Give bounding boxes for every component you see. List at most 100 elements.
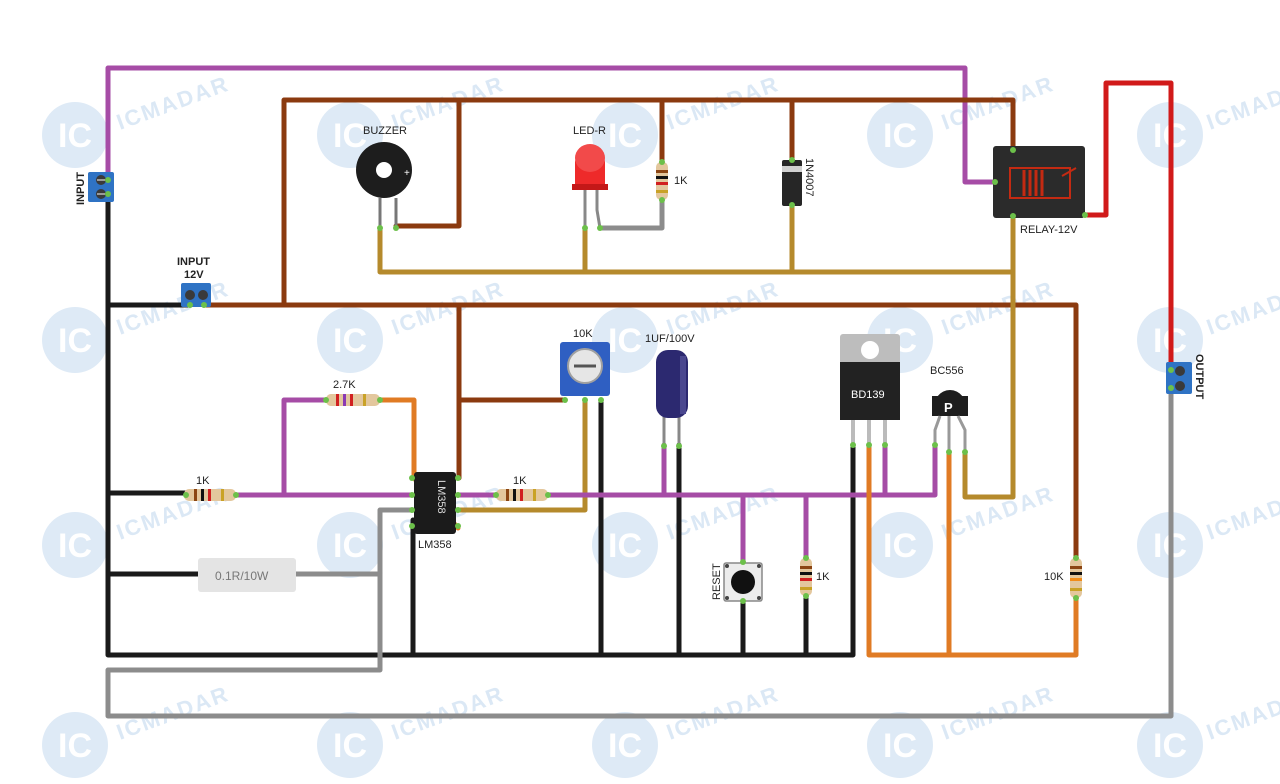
watermark-text: ICMADAR (388, 276, 507, 340)
watermark-text: ICMADAR (1203, 681, 1280, 745)
relay-12v: RELAY-12V (993, 146, 1085, 236)
capacitor-1uf: 1UF/100V (645, 333, 695, 446)
wire-purple-feedback (281, 397, 329, 498)
buzzer: + BUZZER (356, 125, 412, 228)
wire-brown-mid (201, 302, 1079, 563)
watermark-badge-text: IC (608, 727, 642, 765)
transistor-bc556: P BC556 (930, 365, 968, 452)
watermark-badge-text: IC (1153, 727, 1187, 765)
label-bc556: BC556 (930, 365, 964, 377)
watermark-badge: IC (592, 512, 658, 578)
wire-orange-bottom (866, 442, 1079, 658)
watermark-text: ICMADAR (663, 71, 782, 135)
wire-olive-top (377, 215, 1016, 275)
watermark-badge: IC (592, 712, 658, 778)
wire-black-ground (105, 193, 856, 658)
watermark-text: ICMADAR (1203, 71, 1280, 135)
watermark-badge-text: IC (333, 117, 367, 155)
watermark-badge-text: IC (58, 527, 92, 565)
label-r-reset: 1K (816, 571, 830, 583)
resistor-2k7: 2.7K (326, 379, 380, 406)
label-r-feedback: 2.7K (333, 379, 356, 391)
label-bd139: BD139 (851, 389, 885, 401)
watermark-text: ICMADAR (1203, 276, 1280, 340)
bc556-mark: P (944, 400, 953, 415)
label-r-output: 1K (513, 475, 527, 487)
watermark-badge: IC (42, 512, 108, 578)
wire-brown-top (281, 97, 1016, 308)
watermark-text: ICMADAR (938, 276, 1057, 340)
watermark-badge: IC (867, 712, 933, 778)
watermark-text: ICMADAR (113, 681, 232, 745)
watermark-badge: IC (317, 512, 383, 578)
label-buzzer: BUZZER (363, 125, 407, 137)
wire-brown-buzzer (393, 97, 462, 229)
trimpot-10k: 10K (560, 328, 610, 396)
wire-gray-shunt (293, 507, 415, 577)
watermark-badge: IC (867, 512, 933, 578)
resistor-reset-1k: 1K (800, 558, 830, 596)
watermark-badge-text: IC (333, 322, 367, 360)
watermark-badge: IC (317, 712, 383, 778)
reset-button[interactable]: RESET (711, 562, 763, 602)
transistor-bd139: BD139 (840, 334, 900, 445)
watermark-badge-text: IC (333, 527, 367, 565)
label-reset: RESET (711, 563, 723, 600)
led-red: LED-R (572, 125, 608, 229)
wire-gray-led (597, 197, 665, 231)
watermark-badge: IC (592, 102, 658, 168)
watermark-text: ICMADAR (938, 681, 1057, 745)
resistor-output-1k: 1K (496, 475, 548, 501)
watermark-text: ICMADAR (938, 71, 1057, 135)
watermark-badge-text: IC (608, 117, 642, 155)
resistor-base-10k: 10K (1044, 558, 1082, 598)
resistor-shunt: 0.1R/10W (198, 558, 296, 592)
watermark-badge-text: IC (883, 527, 917, 565)
buzzer-plus: + (404, 168, 410, 179)
label-input-12v-1: INPUT (177, 256, 210, 268)
watermark-text: ICMADAR (113, 71, 232, 135)
label-diode: 1N4007 (803, 158, 815, 197)
watermark-badge: IC (42, 102, 108, 168)
label-led: LED-R (573, 125, 606, 137)
resistor-led-1k: 1K (656, 162, 688, 200)
wire-purple-top (105, 65, 998, 185)
watermark-badge-text: IC (333, 727, 367, 765)
watermark-text: ICMADAR (663, 681, 782, 745)
label-output: OUTPUT (1193, 354, 1205, 400)
watermark-text: ICMADAR (388, 681, 507, 745)
watermark-badge-text: IC (883, 117, 917, 155)
watermark-text: ICMADAR (113, 276, 232, 340)
wire-purple-out (545, 442, 938, 498)
watermark-badge: IC (42, 712, 108, 778)
watermark-badge: IC (1137, 712, 1203, 778)
watermark-badge: IC (317, 307, 383, 373)
diode-1n4007: 1N4007 (782, 158, 815, 206)
watermark-text: ICMADAR (938, 481, 1057, 545)
watermark-badge: IC (42, 307, 108, 373)
terminal-input-12v: INPUT 12V (177, 256, 211, 307)
watermark-badge-text: IC (608, 527, 642, 565)
label-r-input: 1K (196, 475, 210, 487)
watermark-badge-text: IC (58, 117, 92, 155)
wire-gray-return (105, 385, 1174, 719)
label-input: INPUT (75, 172, 87, 205)
label-trimpot: 10K (573, 328, 593, 340)
wires (105, 65, 1174, 719)
terminal-input: INPUT (75, 172, 114, 205)
wire-red-output (1082, 80, 1174, 373)
label-capacitor: 1UF/100V (645, 333, 695, 345)
wire-olive-pot (455, 397, 588, 513)
wire-olive-relay (962, 269, 1016, 500)
label-input-12v-2: 12V (184, 269, 204, 281)
junction-dots (105, 147, 1174, 604)
label-r-led: 1K (674, 175, 688, 187)
watermark-badge-text: IC (883, 727, 917, 765)
watermark-badge-text: IC (58, 322, 92, 360)
watermark-badge-text: IC (58, 727, 92, 765)
watermark-badge: IC (867, 102, 933, 168)
opamp-lm358: LM358 LM358 (414, 472, 456, 551)
label-shunt: 0.1R/10W (215, 569, 269, 583)
label-relay: RELAY-12V (1020, 224, 1078, 236)
